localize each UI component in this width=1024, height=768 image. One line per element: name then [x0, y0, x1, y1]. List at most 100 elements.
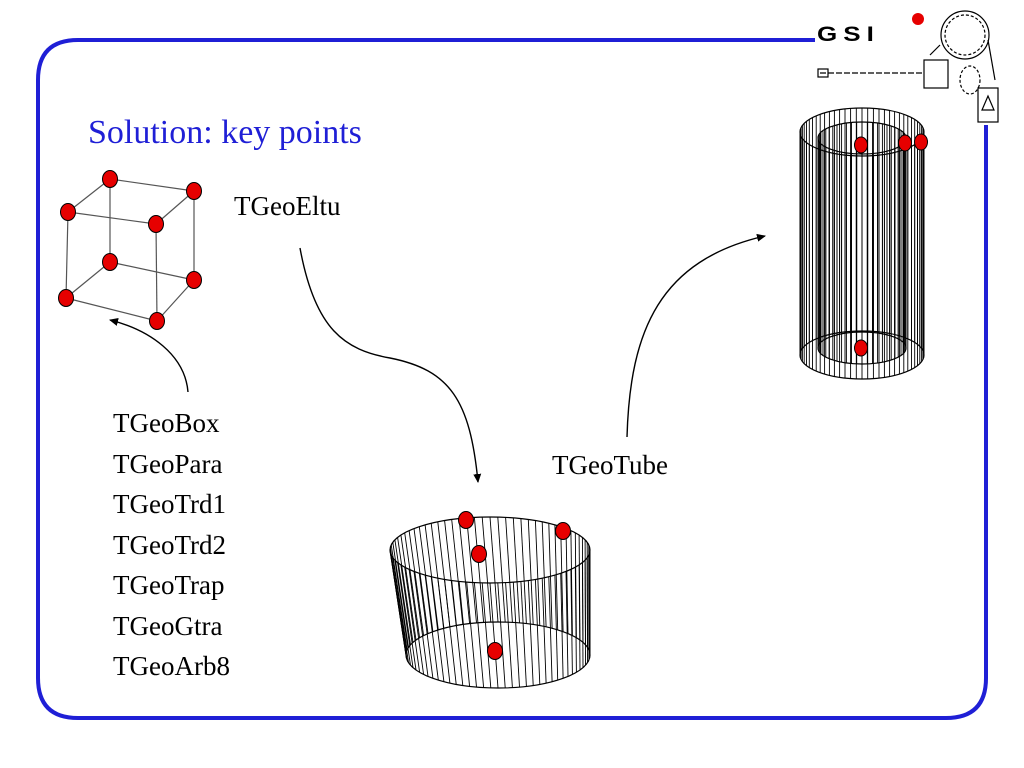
wire-line	[404, 532, 421, 638]
wire-line	[458, 581, 471, 687]
slide-title: Solution: key points	[88, 114, 362, 151]
frame-border	[36, 38, 988, 720]
list-item: TGeoGtra	[113, 610, 223, 641]
eltu-wireframe	[389, 516, 591, 689]
wire-line	[565, 528, 569, 634]
tube-wireframe	[799, 108, 925, 379]
wire-line	[390, 544, 408, 650]
key-point	[854, 136, 868, 154]
wire-line	[548, 576, 553, 682]
wire-line	[424, 575, 439, 681]
box-wireframe	[65, 178, 195, 322]
wire-line	[444, 520, 457, 626]
key-point	[186, 182, 202, 200]
key-point	[60, 203, 76, 221]
wire-line	[554, 524, 559, 630]
wire-line	[527, 519, 534, 625]
wire-line	[512, 517, 520, 623]
wire-line	[397, 537, 414, 643]
wire-line	[481, 517, 492, 623]
key-point	[898, 134, 912, 152]
wire-line	[541, 521, 547, 627]
arrow-tube	[626, 233, 766, 438]
tube-outline	[799, 107, 925, 380]
wire-line	[400, 534, 417, 641]
gsi-logo-graphic	[817, 10, 999, 123]
eltu-outline	[389, 516, 591, 689]
wire-line	[458, 518, 471, 624]
key-point	[458, 511, 474, 529]
wire-line	[413, 528, 429, 634]
wire-line	[581, 537, 584, 643]
key-point	[555, 522, 571, 540]
wire-line	[466, 582, 477, 688]
eltu-key-points	[458, 511, 571, 660]
wire-line	[392, 542, 409, 648]
wire-line	[389, 549, 407, 656]
key-point	[914, 133, 928, 151]
arrow-eltu	[299, 247, 482, 483]
list-item: TGeoPara	[113, 448, 223, 479]
wire-line	[489, 516, 499, 623]
wire-line	[497, 517, 506, 623]
wire-line	[505, 517, 513, 623]
wire-line	[574, 532, 577, 638]
wire-line	[534, 579, 541, 685]
label-tube: TGeoTube	[552, 450, 669, 480]
wire-line	[394, 539, 411, 645]
wire-line	[520, 518, 527, 624]
list-item: TGeoTrd2	[113, 529, 227, 560]
tube-key-points	[854, 133, 928, 357]
key-point	[186, 271, 202, 289]
wire-line	[534, 520, 541, 626]
key-point	[149, 312, 165, 330]
logo-red-dot	[912, 13, 924, 25]
wire-line	[560, 526, 564, 632]
wire-line	[560, 573, 564, 679]
label-eltu: TGeoEltu	[234, 191, 341, 221]
wire-line	[512, 582, 520, 688]
wire-line	[541, 578, 547, 684]
wire-line	[497, 582, 506, 688]
wire-line	[408, 530, 425, 636]
wire-line	[418, 573, 434, 679]
key-point	[148, 215, 164, 233]
key-point	[58, 289, 74, 307]
wire-line	[527, 580, 534, 686]
wire-line	[489, 582, 499, 689]
wire-line	[505, 582, 513, 688]
arrow-box	[109, 318, 189, 393]
wire-line	[570, 569, 573, 675]
wire-line	[404, 567, 421, 673]
key-point	[487, 642, 503, 660]
wire-line	[437, 521, 451, 627]
wire-line	[397, 562, 414, 668]
key-point	[102, 170, 118, 188]
wire-line	[473, 517, 485, 623]
wire-line	[430, 576, 445, 682]
key-point	[102, 253, 118, 271]
wire-line	[565, 571, 569, 677]
wire-line	[389, 547, 407, 653]
wire-line	[400, 564, 417, 671]
wire-line	[408, 569, 425, 675]
box-key-points	[58, 170, 202, 330]
key-point	[471, 545, 487, 563]
list-item: TGeoBox	[113, 408, 220, 438]
wire-line	[451, 519, 464, 625]
wire-line	[554, 575, 559, 681]
wire-line	[481, 582, 492, 688]
wire-line	[570, 530, 573, 636]
wire-line	[413, 571, 429, 677]
wire-line	[520, 581, 527, 687]
box-shape-list: TGeoBox TGeoPara TGeoTrd1 TGeoTrd2 TGeoT…	[113, 403, 230, 687]
list-item: TGeoArb8	[113, 651, 230, 681]
list-item: TGeoTrap	[113, 570, 225, 600]
wire-line	[578, 534, 581, 641]
key-point	[854, 339, 868, 357]
wire-line	[418, 526, 434, 632]
list-item: TGeoTrd1	[113, 489, 227, 519]
wire-line	[473, 582, 485, 688]
